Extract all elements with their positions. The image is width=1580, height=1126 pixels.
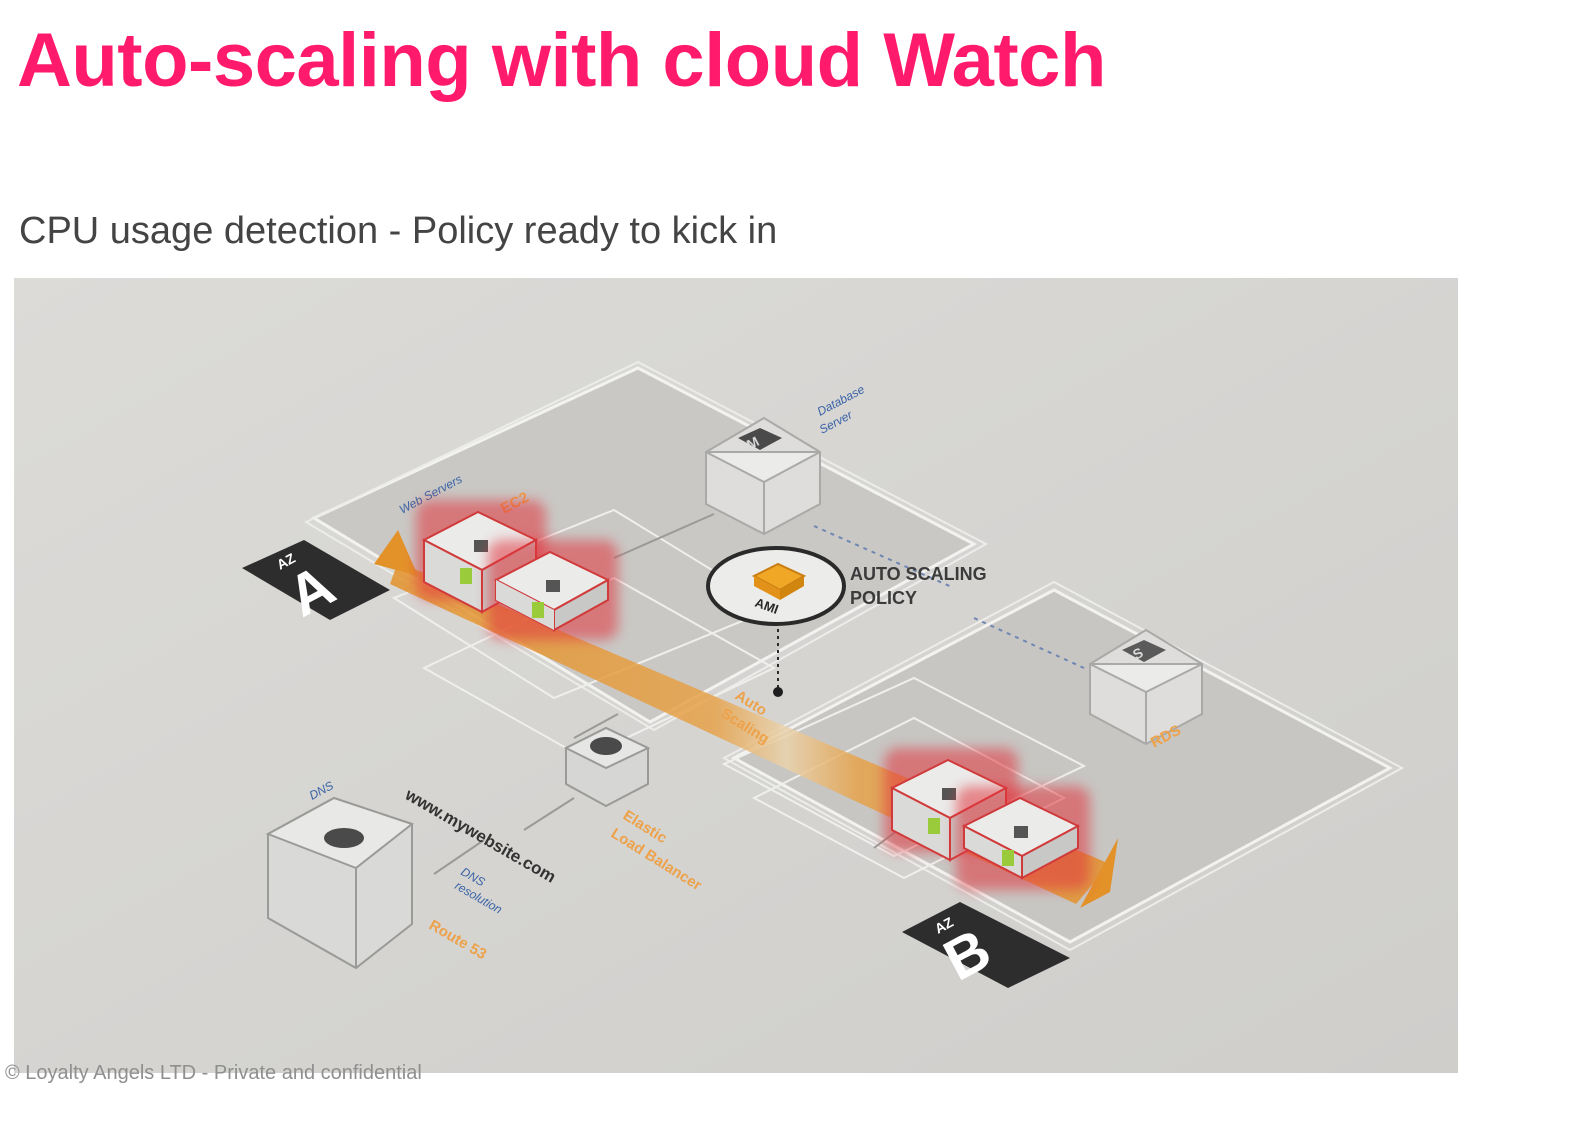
route53-dns xyxy=(265,796,415,970)
diagram-canvas: Auto Scaling AZ A AZ B Web Servers EC xyxy=(14,278,1458,1073)
az-a-prefix: AZ xyxy=(274,550,298,573)
architecture-diagram: Auto Scaling AZ A AZ B Web Servers EC xyxy=(14,278,1458,1073)
slide-subtitle: CPU usage detection - Policy ready to ki… xyxy=(19,210,778,252)
footer-copyright: © Loyalty Angels LTD - Private and confi… xyxy=(5,1062,422,1084)
elastic-load-balancer xyxy=(563,726,651,808)
ec2-instance-a2 xyxy=(488,540,618,640)
policy-label-line1: AUTO SCALING xyxy=(850,564,987,584)
slide-title: Auto-scaling with cloud Watch xyxy=(17,18,1106,103)
slave-database xyxy=(1089,628,1203,746)
ami-badge xyxy=(706,546,846,626)
az-a-badge: AZ A xyxy=(242,540,390,629)
ec2-instance-b2 xyxy=(956,786,1090,890)
policy-label-line2: POLICY xyxy=(850,588,917,608)
az-b-prefix: AZ xyxy=(932,914,956,937)
dashed-links xyxy=(813,525,1085,669)
policy-link xyxy=(773,622,783,697)
database-server xyxy=(705,416,821,536)
